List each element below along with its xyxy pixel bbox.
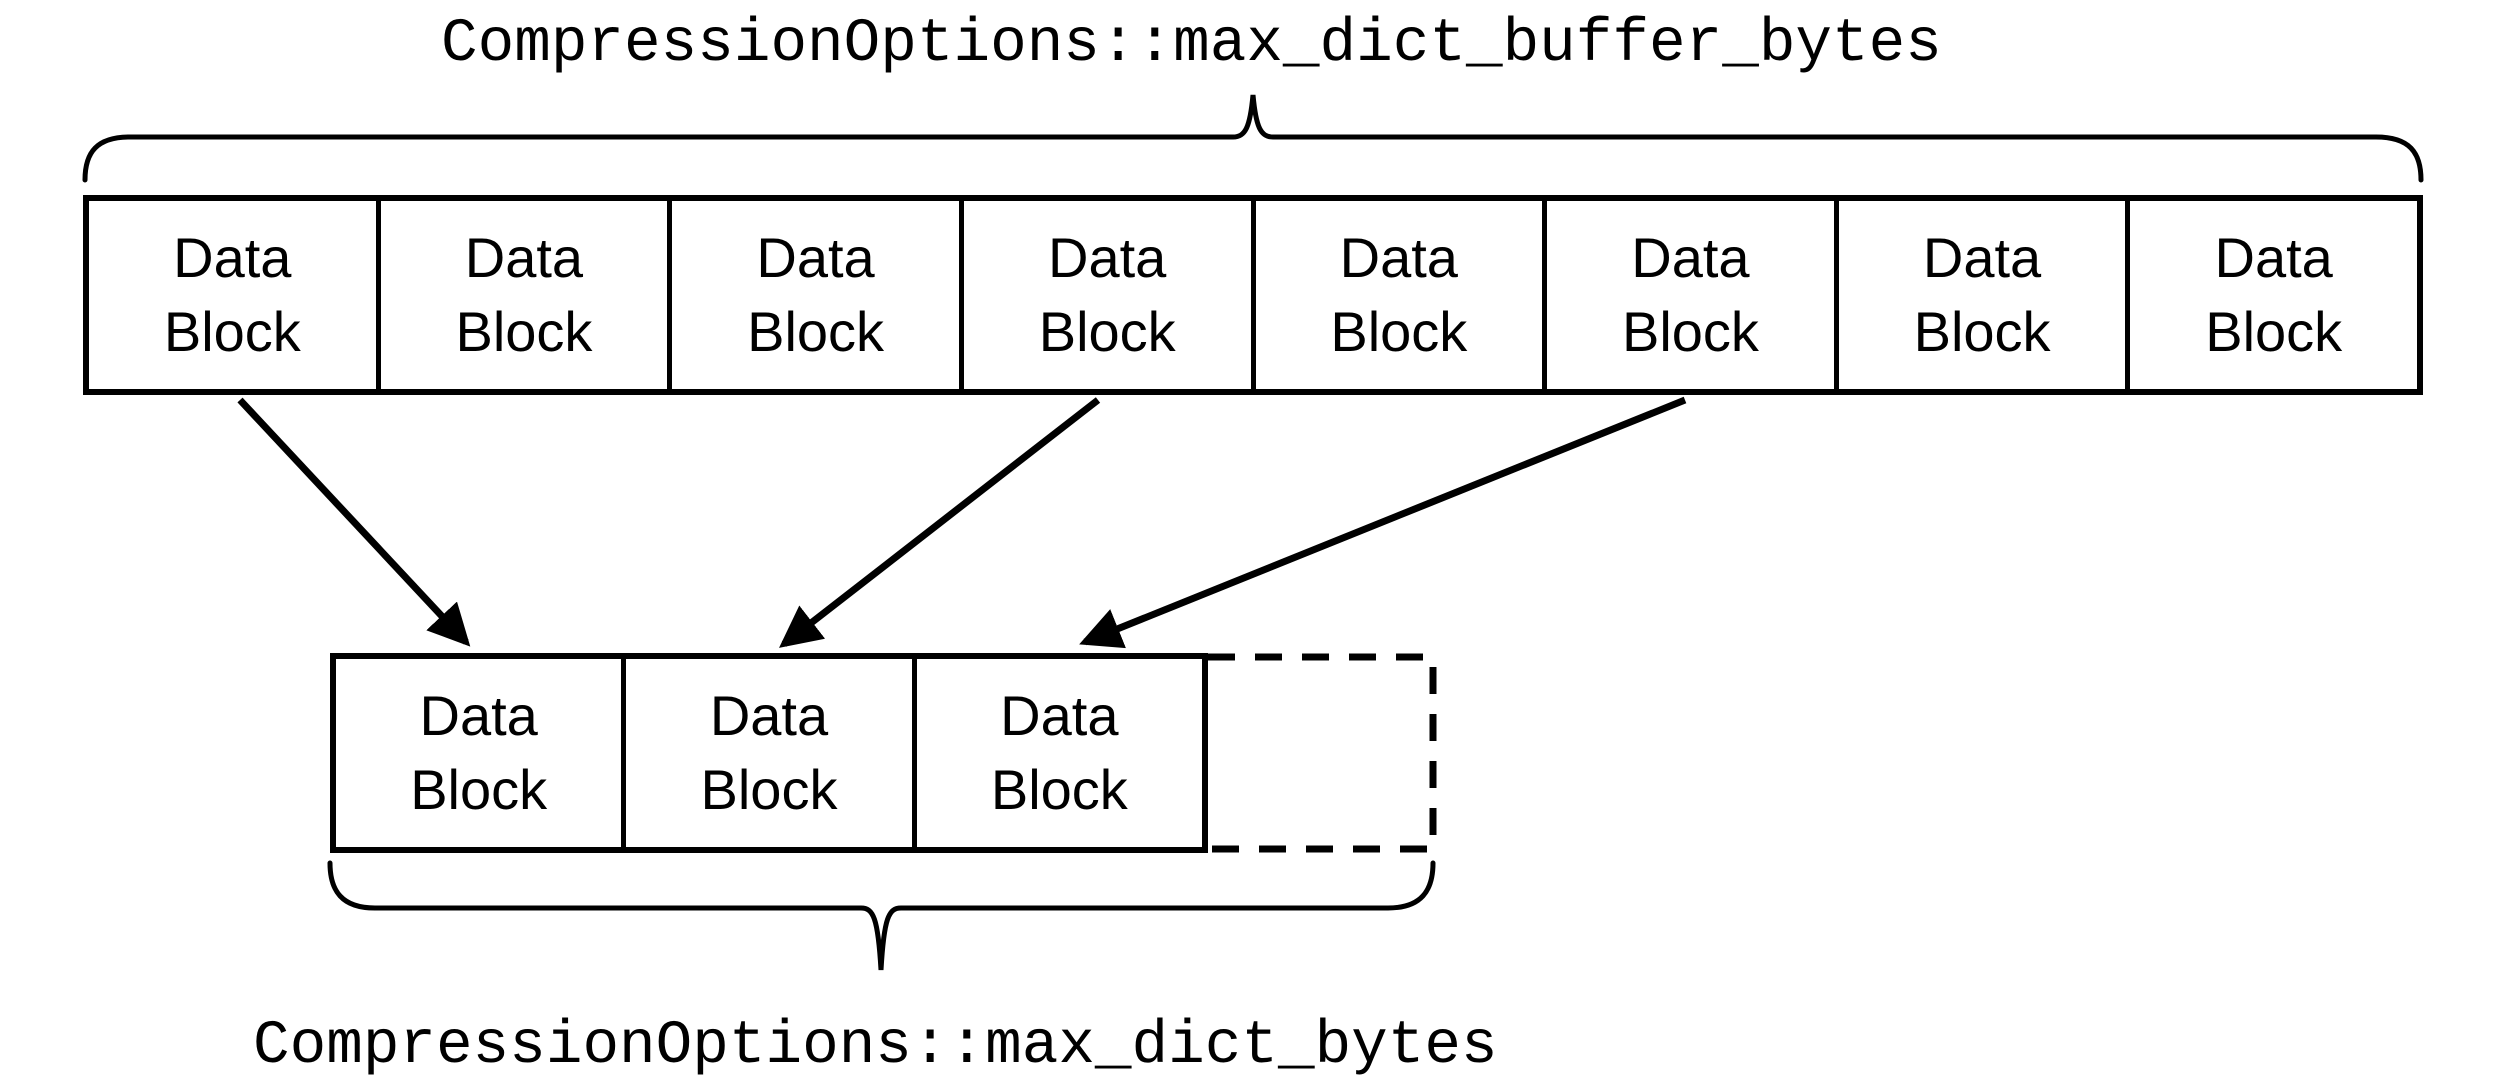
data-block-label: Data (709, 684, 829, 747)
data-block-label: Block (455, 300, 593, 363)
data-block-label: Block (700, 758, 838, 821)
data-block-label: Data (1922, 226, 2042, 289)
data-block-label: Data (756, 226, 875, 289)
data-block-label: Data (1339, 226, 1458, 289)
data-block-cell-bottom-1: Data Block (336, 659, 627, 847)
top-brace-label: CompressionOptions::max_dict_buffer_byte… (441, 10, 1942, 79)
data-block-cell-top-5: Data Block (1256, 201, 1548, 389)
data-block-cell-top-7: Data Block (1839, 201, 2131, 389)
data-block-label: Block (410, 758, 548, 821)
data-block-label: Block (1330, 300, 1468, 363)
data-block-label: Data (464, 226, 584, 289)
data-block-label: Data (1000, 684, 1119, 747)
data-block-cell-top-2: Data Block (381, 201, 673, 389)
data-block-cell-top-8: Data Block (2130, 201, 2417, 389)
data-block-label: Block (747, 300, 885, 363)
bottom-brace-label: CompressionOptions::max_dict_bytes (253, 1012, 1498, 1081)
data-block-label: Block (1913, 300, 2051, 363)
data-block-cell-bottom-2: Data Block (626, 659, 917, 847)
data-block-label: Block (163, 300, 301, 363)
data-block-cell-bottom-3: Data Block (917, 659, 1202, 847)
data-block-label: Block (990, 758, 1128, 821)
data-block-label: Block (1621, 300, 1759, 363)
data-block-label: Data (1048, 226, 1167, 289)
data-block-label: Block (1038, 300, 1176, 363)
arrow-icon-2 (779, 397, 1101, 648)
data-block-label: Data (1631, 226, 1750, 289)
data-block-cell-top-3: Data Block (672, 201, 964, 389)
arrow-icon-1 (237, 397, 471, 647)
arrow-icon-3 (1079, 396, 1687, 649)
data-block-label: Data (173, 226, 292, 289)
data-block-label: Data (419, 684, 538, 747)
bottom-brace-icon (327, 860, 1436, 971)
dashed-placeholder-outline (1208, 653, 1437, 853)
data-block-cell-top-4: Data Block (964, 201, 1256, 389)
data-block-cell-top-6: Data Block (1547, 201, 1839, 389)
data-block-label: Data (2214, 226, 2333, 289)
top-brace-icon (82, 94, 2424, 183)
top-row: Data Block Data Block Data Block Data Bl… (83, 195, 2423, 395)
data-block-label: Block (2205, 300, 2343, 363)
bottom-row: Data Block Data Block Data Block (330, 653, 1208, 853)
data-block-cell-top-1: Data Block (89, 201, 381, 389)
